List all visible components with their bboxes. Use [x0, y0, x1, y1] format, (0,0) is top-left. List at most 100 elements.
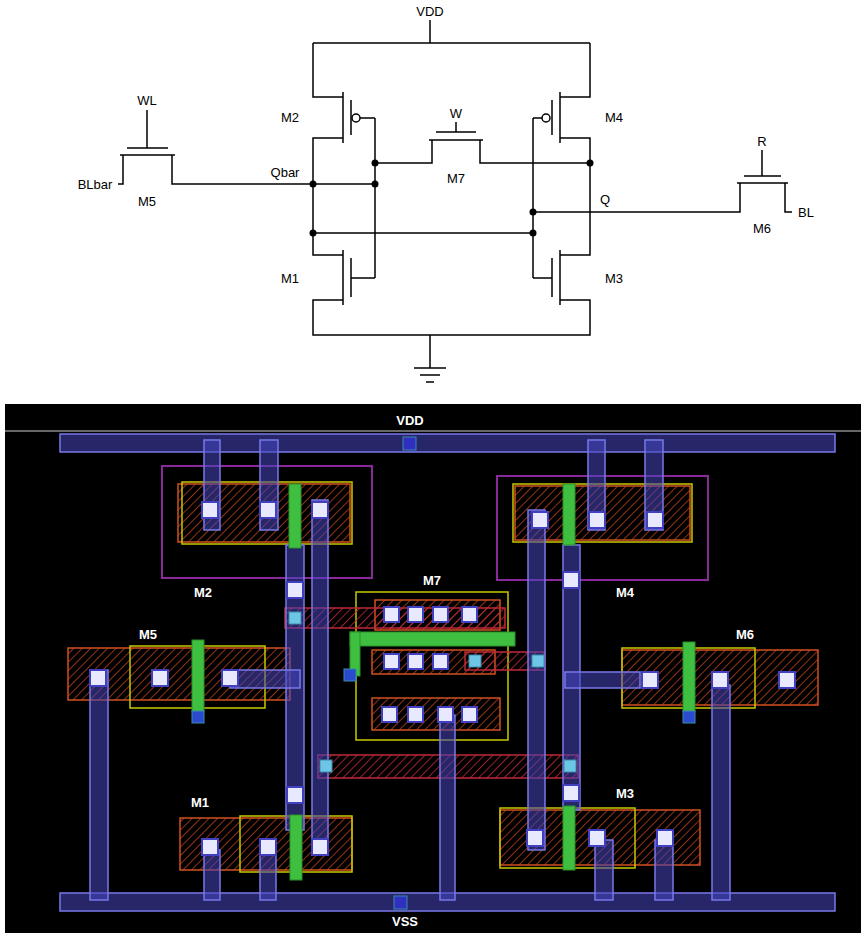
signal-label: M7: [447, 172, 465, 185]
contact: [642, 672, 658, 688]
contact: [532, 512, 548, 528]
contact: [589, 830, 605, 846]
junction-dot: [530, 209, 537, 216]
contact: [287, 582, 303, 598]
contact: [202, 502, 218, 518]
via: [192, 711, 204, 723]
metal: [230, 670, 300, 688]
layout-label: M5: [139, 628, 157, 641]
contact: [312, 502, 328, 518]
contact: [202, 839, 218, 855]
signal-label: Qbar: [271, 166, 300, 179]
contact: [563, 572, 579, 588]
junction-dot: [372, 160, 379, 167]
contact: [408, 707, 423, 722]
junction-dot: [310, 181, 317, 188]
metal: [565, 672, 640, 688]
junction-dot: [310, 230, 317, 237]
contact: [589, 512, 605, 528]
junction-dot: [372, 181, 379, 188]
via: [344, 669, 356, 681]
via: [394, 896, 407, 909]
layout-label: M4: [616, 586, 634, 599]
metal: [60, 434, 835, 452]
contact: [408, 607, 423, 622]
metal: [655, 840, 673, 900]
poly-gate: [683, 642, 695, 712]
junction-dot: [530, 230, 537, 237]
diffusion: [372, 698, 500, 730]
contact: [312, 839, 328, 855]
poly-hatch: [465, 652, 545, 670]
via: [469, 655, 481, 667]
signal-label: M2: [281, 111, 299, 124]
n-well: [162, 466, 708, 580]
layout-background: [5, 404, 861, 933]
via: [564, 760, 576, 772]
metal: [588, 440, 605, 530]
poly-gate: [563, 484, 575, 545]
contact: [408, 654, 423, 669]
layout-label: M1: [191, 796, 209, 809]
poly-gate: [192, 640, 204, 712]
layout-label: M6: [736, 628, 754, 641]
contact: [384, 607, 399, 622]
via: [192, 437, 695, 909]
layout-label: M7: [423, 574, 441, 587]
grid-line: [5, 430, 861, 432]
signal-label: M4: [605, 111, 623, 124]
metal: [204, 850, 220, 900]
metal: [528, 510, 545, 850]
schematic-wire: [533, 118, 552, 278]
via: [320, 760, 332, 772]
schematic-wire: [313, 43, 590, 335]
contact: [462, 607, 477, 622]
contact: [647, 512, 663, 528]
junction-dot: [310, 160, 594, 237]
poly-gate: [563, 806, 575, 870]
layout-label: VDD: [396, 414, 423, 427]
metal: [260, 850, 276, 900]
contact: [433, 607, 448, 622]
contact: [287, 787, 303, 803]
signal-label: VDD: [416, 5, 443, 18]
contact: [260, 839, 276, 855]
metal: [440, 715, 455, 900]
signal-label: M6: [753, 222, 771, 235]
metal: [312, 500, 328, 850]
signal-label: M3: [605, 272, 623, 285]
metal: [645, 440, 663, 530]
pmos-bubble: [542, 114, 550, 122]
schematic-wire: [118, 20, 792, 382]
signal-label: Q: [600, 193, 610, 206]
layout-label: VSS: [392, 915, 418, 928]
junction-dot: [587, 160, 594, 167]
contact: [563, 785, 579, 801]
contact: [527, 830, 543, 846]
signal-label: BLbar: [78, 178, 113, 191]
via: [532, 655, 544, 667]
poly-gate: [289, 484, 301, 548]
layout-label: M3: [616, 787, 634, 800]
contact: [382, 707, 397, 722]
layout-label: M2: [194, 586, 212, 599]
contact: [384, 654, 399, 669]
schematic-wire: [313, 20, 590, 43]
schematic-wire: [313, 122, 590, 184]
metal: [712, 685, 730, 900]
schematic-wire: [414, 335, 446, 382]
contact: [779, 672, 795, 688]
signal-label: WL: [137, 94, 157, 107]
metal: [595, 840, 613, 900]
poly-gate: [192, 484, 695, 880]
poly-gate: [290, 815, 302, 880]
pmos-bubble: [352, 114, 360, 122]
metal: [260, 440, 278, 530]
signal-label: M1: [281, 272, 299, 285]
signal-label: W: [450, 107, 462, 120]
via: [683, 711, 695, 723]
metal: [60, 434, 835, 911]
contact: [438, 707, 453, 722]
